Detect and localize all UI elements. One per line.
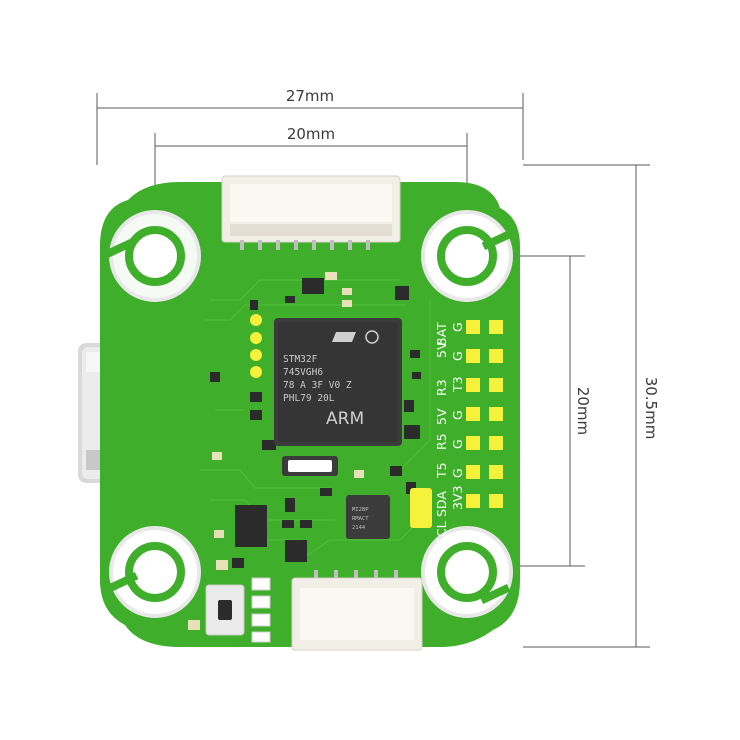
pad-label-r5: R5 — [434, 433, 449, 450]
pad-label-3v3: 3V3 — [450, 486, 465, 510]
sensor-text-line1: MI2BP — [352, 507, 369, 513]
mcu-text-line1: STM32F — [283, 354, 318, 365]
st-logo-icon — [332, 330, 379, 344]
pad-label-bat: BAT — [434, 322, 449, 346]
pad-label-g2: G — [450, 351, 465, 361]
mcu-chip: STM32F 745VGH6 78 A 3F V0 Z PHL79 20L AR… — [274, 318, 402, 446]
pad-label-t3: T3 — [450, 376, 465, 393]
top-connector — [221, 175, 401, 250]
mounting-hole-icon — [421, 526, 513, 618]
mcu-text-line4: PHL79 20L — [283, 393, 335, 404]
dim-height-outer: 30.5mm — [642, 377, 660, 440]
pad-label-t5: T5 — [434, 462, 449, 479]
sensor-chip: MI2BP RMACT 2144 — [346, 495, 390, 539]
pad-label-5v: 5V — [434, 341, 449, 358]
pad-label-g5: G — [450, 468, 465, 478]
bottom-connector — [291, 570, 423, 651]
smd-components — [188, 272, 432, 643]
dim-width-outer: 27mm — [286, 87, 334, 105]
pad-label-g1: G — [450, 322, 465, 332]
crystal-oscillator — [282, 456, 338, 476]
solder-pads-round — [250, 314, 262, 378]
button-icon[interactable] — [205, 584, 245, 636]
pad-label-scl: SCL — [434, 521, 449, 545]
pad-label-g3: G — [450, 410, 465, 420]
mounting-hole-icon — [421, 210, 513, 302]
pad-labels: 5V BAT G G R3 T3 5V G R5 G T5 G SDA 3V3 … — [434, 322, 465, 545]
pad-label-5v-2: 5V — [434, 408, 449, 425]
pad-label-g4: G — [450, 439, 465, 449]
mcu-brand: ARM — [326, 409, 364, 429]
sensor-text-line2: RMACT — [352, 516, 369, 522]
pad-label-r3: R3 — [434, 379, 449, 396]
mcu-text-line3: 78 A 3F V0 Z — [283, 380, 352, 391]
mounting-hole-icon — [107, 526, 201, 618]
mcu-text-line2: 745VGH6 — [283, 367, 323, 378]
dim-height-inner: 20mm — [574, 387, 592, 435]
solder-pad-grid — [466, 320, 503, 508]
mounting-hole-icon — [105, 210, 201, 302]
sensor-text-line3: 2144 — [352, 525, 366, 531]
pad-label-sda: SDA — [434, 491, 449, 517]
dim-width-inner: 20mm — [287, 125, 335, 143]
